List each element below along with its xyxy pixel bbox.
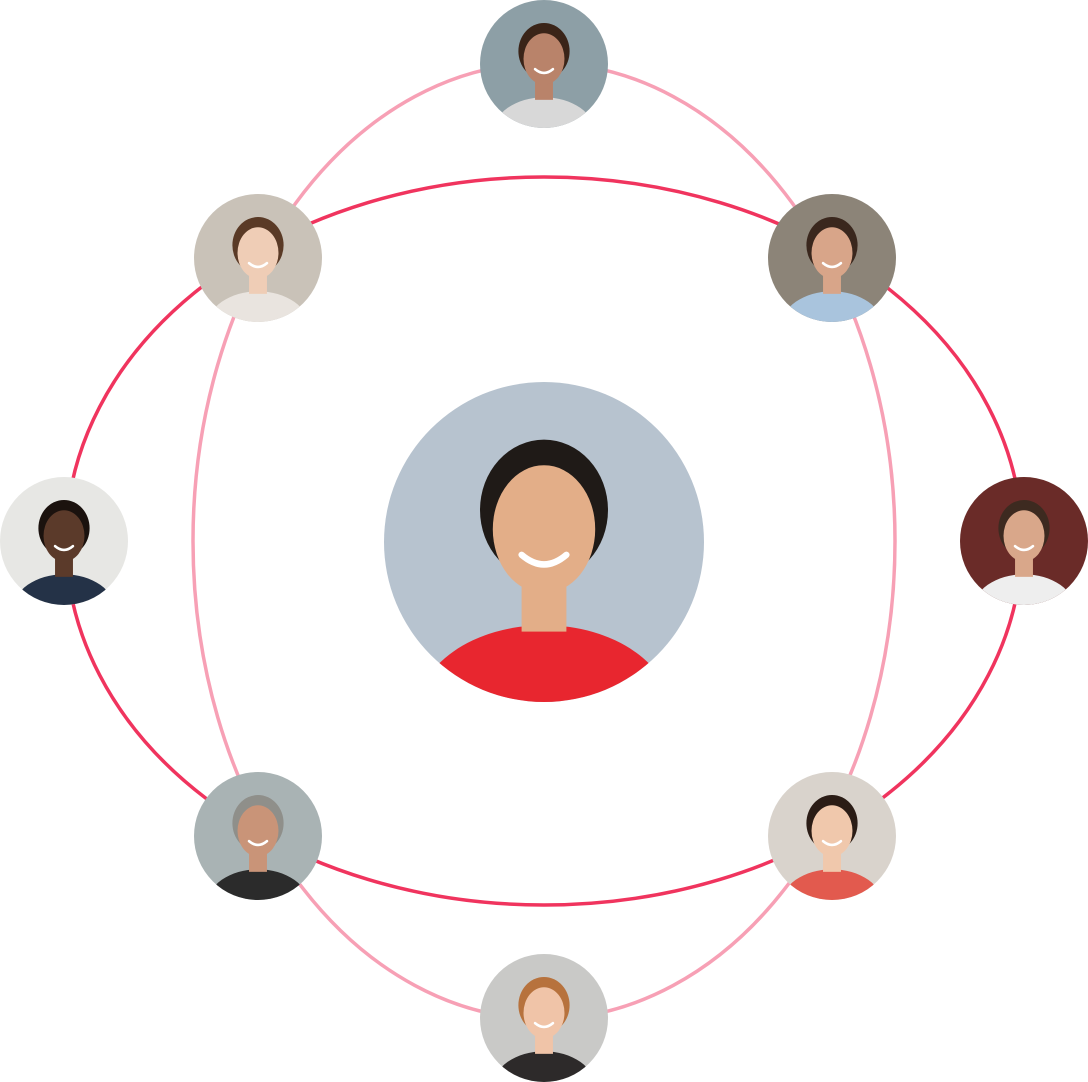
portrait-smile [247,839,269,847]
avatar-top-left [194,194,322,322]
portrait-face [811,805,853,857]
portrait-image [480,0,608,128]
avatar-center [384,382,704,702]
portrait-image [384,382,704,702]
portrait-shirt [781,291,883,322]
avatar-bottom-left [194,772,322,900]
portrait-smile [53,544,75,552]
portrait-smile [821,839,843,847]
portrait-shirt [13,574,115,605]
portrait-neck [823,851,841,872]
portrait-image [960,477,1088,605]
portrait-shirt [417,625,671,702]
portrait-neck [535,79,553,100]
avatar-bottom-right [768,772,896,900]
portrait-face [523,33,565,85]
portrait-shirt [207,291,309,322]
portrait-face [43,510,85,562]
portrait-face [237,227,279,279]
portrait-neck [823,273,841,294]
portrait-smile [533,1021,555,1029]
portrait-smile [533,67,555,75]
portrait-shirt [973,574,1075,605]
portrait-smile [518,551,570,568]
portrait-smile [247,261,269,269]
portrait-shirt [493,1051,595,1082]
portrait-face [492,465,596,594]
portrait-image [0,477,128,605]
avatar-top-right [768,194,896,322]
portrait-smile [1013,544,1035,552]
avatar-bottom [480,954,608,1082]
avatar-right [960,477,1088,605]
portrait-image [194,194,322,322]
portrait-smile [821,261,843,269]
portrait-face [1003,510,1045,562]
avatar-top [480,0,608,128]
portrait-shirt [207,869,309,900]
portrait-shirt [493,97,595,128]
portrait-neck [535,1033,553,1054]
portrait-face [523,987,565,1039]
portrait-neck [1015,556,1033,577]
portrait-face [237,805,279,857]
portrait-image [768,194,896,322]
portrait-shirt [781,869,883,900]
portrait-image [768,772,896,900]
portrait-neck [55,556,73,577]
portrait-neck [249,273,267,294]
portrait-image [480,954,608,1082]
portrait-image [194,772,322,900]
portrait-face [811,227,853,279]
portrait-neck [249,851,267,872]
avatar-left [0,477,128,605]
